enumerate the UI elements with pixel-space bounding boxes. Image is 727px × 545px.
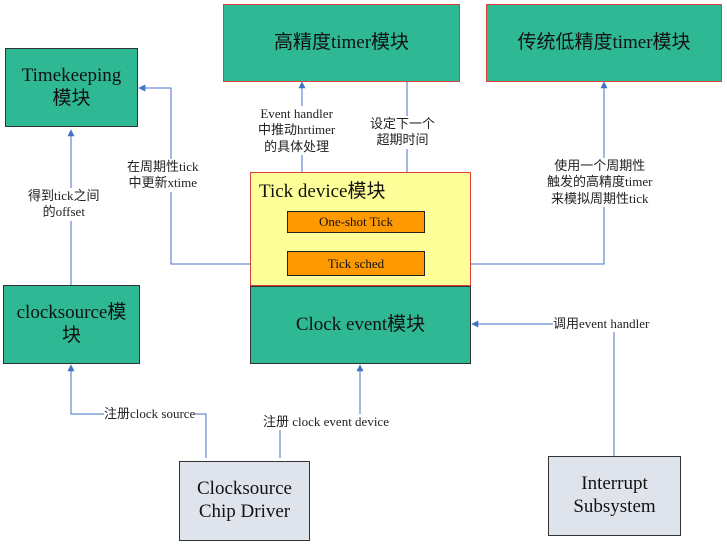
- label-register-clocksource-text: 注册clock source: [104, 406, 196, 421]
- arrow-ticksched-to-lowres-timer: [425, 81, 608, 265]
- clocksource-driver-line1: Clocksource: [197, 478, 292, 500]
- label-register-clocksource: 注册clock source: [104, 406, 196, 423]
- timekeeping-module[interactable]: Timekeeping 模块: [5, 48, 138, 127]
- interrupt-subsystem-line1: Interrupt: [581, 473, 648, 495]
- label-event-handler-line3: 的具体处理: [264, 138, 330, 154]
- hrtimer-module-title: 高精度timer模块: [273, 31, 410, 53]
- label-periodic-emulation-line2: 触发的高精度timer: [547, 174, 653, 190]
- label-set-next-expiry-line2: 超期时间: [376, 132, 429, 148]
- one-shot-tick-component[interactable]: One-shot Tick: [287, 211, 425, 233]
- label-get-offset-line2: 的offset: [42, 204, 85, 220]
- one-shot-tick-label: One-shot Tick: [318, 214, 394, 230]
- arrow-driver-to-clockevent: [279, 364, 364, 458]
- label-update-xtime-line1: 在周期性tick: [127, 159, 199, 174]
- interrupt-subsystem[interactable]: Interrupt Subsystem: [548, 456, 681, 536]
- interrupt-subsystem-line2: Subsystem: [573, 496, 656, 517]
- clock-event-module-title: Clock event模块: [295, 313, 426, 335]
- label-event-handler-line2: 中推动hrtimer: [258, 122, 336, 138]
- label-set-next-expiry-line1: 设定下一个: [370, 116, 436, 131]
- label-update-xtime-line2: 中更新xtime: [128, 175, 198, 191]
- clocksource-module-title: clocksource模: [16, 301, 127, 323]
- timekeeping-module-suffix: 模块: [52, 87, 91, 109]
- label-get-offset: 得到tick之间 的offset: [28, 188, 100, 221]
- label-periodic-emulation-line1: 使用一个周期性: [554, 158, 646, 173]
- label-get-offset-line1: 得到tick之间: [28, 188, 100, 203]
- clocksource-driver-line2: Chip Driver: [198, 501, 291, 522]
- clock-event-module[interactable]: Clock event模块: [250, 286, 471, 364]
- label-update-xtime: 在周期性tick 中更新xtime: [127, 159, 199, 192]
- label-set-next-expiry: 设定下一个 超期时间: [370, 116, 436, 149]
- label-event-handler-line1: Event handler: [260, 106, 333, 121]
- label-periodic-emulation-line3: 来模拟周期性tick: [550, 190, 649, 206]
- label-event-handler-hrtimer: Event handler 中推动hrtimer 的具体处理: [258, 106, 336, 155]
- arrow-interrupt-to-clockevent: [471, 320, 615, 456]
- tick-sched-label: Tick sched: [327, 255, 385, 271]
- clocksource-chip-driver[interactable]: Clocksource Chip Driver: [179, 461, 310, 541]
- lowres-timer-module[interactable]: 传统低精度timer模块: [486, 4, 722, 82]
- label-call-event-handler-text: 调用event handler: [553, 316, 650, 331]
- label-call-event-handler: 调用event handler: [553, 316, 650, 333]
- label-periodic-emulation: 使用一个周期性 触发的高精度timer 来模拟周期性tick: [547, 158, 653, 207]
- lowres-timer-module-title: 传统低精度timer模块: [517, 31, 691, 53]
- hrtimer-module[interactable]: 高精度timer模块: [223, 4, 460, 82]
- clocksource-module-suffix: 块: [61, 324, 81, 346]
- tick-device-module-title: Tick device模块: [259, 181, 386, 202]
- clocksource-module[interactable]: clocksource模 块: [3, 285, 140, 364]
- tick-sched-component[interactable]: Tick sched: [287, 251, 425, 276]
- timekeeping-module-title: Timekeeping: [21, 64, 122, 86]
- label-register-clockevent-text: 注册 clock event device: [263, 414, 389, 429]
- label-register-clockevent: 注册 clock event device: [263, 414, 389, 431]
